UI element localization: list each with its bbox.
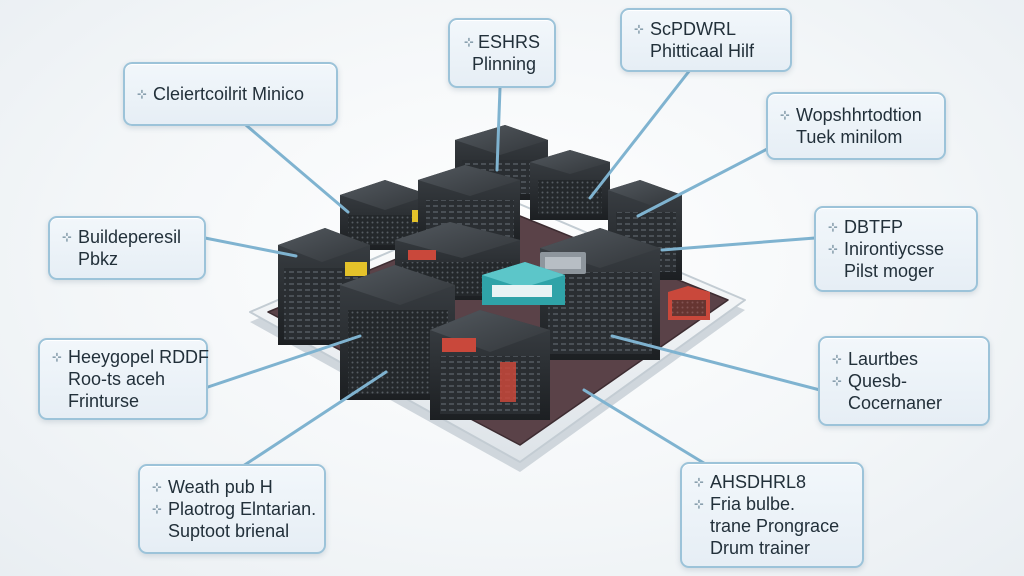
callout-text: Tuek minilom: [796, 127, 903, 147]
callout-text: Wopshhrtodtion: [796, 105, 922, 125]
callout-top-center: ⊹ESHRS Plinning: [448, 18, 556, 88]
callout-line: Frinturse: [52, 390, 194, 412]
callout-line: ⊹ Heeygopel RDDF: [52, 346, 209, 368]
callout-text: Buildeperesil: [78, 227, 182, 247]
callout-line: ⊹ Cleiertcoilrit Minico: [137, 83, 324, 105]
callout-line: ⊹ Weath pub H: [152, 476, 312, 498]
callout-line: Suptoot brienal: [152, 520, 312, 542]
callout-text: Laurtbes: [848, 349, 919, 369]
callout-text: Plaotrog Elntarian.: [168, 499, 317, 519]
callout-text: Cleiertcoilrit Minico: [153, 84, 305, 104]
callout-marker-icon: ⊹: [634, 22, 645, 36]
callout-line: Tuek minilom: [780, 126, 932, 148]
callout-text: Suptoot brienal: [168, 521, 290, 541]
callout-right-upper: ⊹ Wopshhrtodtion Tuek minilom: [766, 92, 946, 160]
callout-line: ⊹ Laurtbes: [832, 348, 976, 370]
callout-text: Pilst moger: [844, 261, 935, 281]
callout-line: ⊹ Inirontiycsse: [828, 238, 964, 260]
callout-top-left: ⊹ Cleiertcoilrit Minico: [123, 62, 338, 126]
callout-text: ESHRS: [478, 32, 541, 52]
callout-line: Phitticaal Hilf: [634, 40, 778, 62]
accent-module-red: [668, 286, 710, 320]
callout-line: trane Prongrace: [694, 515, 850, 537]
callout-top-right: ⊹ ScPDWRL Phitticaal Hilf: [620, 8, 792, 72]
callout-marker-icon: ⊹: [694, 475, 705, 489]
callout-bottom-left: ⊹ Weath pub H ⊹ Plaotrog Elntarian. Suptoo…: [138, 464, 326, 554]
callout-text: Roo-ts aceh: [68, 369, 166, 389]
callout-left-upper: ⊹ Buildeperesil Pbkz: [48, 216, 206, 280]
callout-left-middle: ⊹ Heeygopel RDDF Roo-ts aceh Frinturse: [38, 338, 209, 420]
callout-line: ⊹ DBTFP: [828, 216, 964, 238]
callout-text: Plinning: [471, 54, 537, 74]
callout-text: Inirontiycsse: [844, 239, 945, 259]
callout-bottom-right: ⊹ AHSDHRL8 ⊹ Fria bulbe. trane Prongrace D…: [680, 462, 864, 568]
callout-line: ⊹ESHRS: [462, 31, 542, 53]
callout-line: Drum trainer: [694, 537, 850, 559]
callout-marker-icon: ⊹: [137, 87, 148, 101]
callout-line: ⊹ Fria bulbe.: [694, 493, 850, 515]
callout-marker-icon: ⊹: [152, 502, 163, 516]
server-module-back-right: [530, 150, 610, 220]
callout-text: Drum trainer: [710, 538, 811, 558]
callout-marker-icon: ⊹: [828, 242, 839, 256]
callout-line: ⊹ Plaotrog Elntarian.: [152, 498, 316, 520]
callout-text: Quesb-: [848, 371, 908, 391]
callout-text: DBTFP: [844, 217, 904, 237]
callout-text: Weath pub H: [168, 477, 273, 497]
callout-line: ⊹ AHSDHRL8: [694, 471, 850, 493]
callout-line: Roo-ts aceh: [52, 368, 194, 390]
callout-line: ⊹ Wopshhrtodtion: [780, 104, 932, 126]
callout-line: Pbkz: [62, 248, 192, 270]
callout-marker-icon: ⊹: [152, 480, 163, 494]
callout-text: Pbkz: [78, 249, 119, 269]
callout-marker-icon: ⊹: [832, 374, 843, 388]
callout-marker-icon: ⊹: [780, 108, 791, 122]
accent-module-teal: [482, 262, 565, 305]
callout-text: ScPDWRL: [650, 19, 737, 39]
callout-right-middle: ⊹ DBTFP ⊹ Inirontiycsse Pilst moger: [814, 206, 978, 292]
callout-marker-icon: ⊹: [832, 352, 843, 366]
callout-marker-icon: ⊹: [828, 220, 839, 234]
callout-line: ⊹ Quesb-: [832, 370, 976, 392]
callout-line: ⊹ Buildeperesil: [62, 226, 192, 248]
callout-marker-icon: ⊹: [62, 230, 73, 244]
callout-text: Cocernaner: [848, 393, 943, 413]
callout-marker-icon: ⊹: [694, 497, 705, 511]
callout-text: Frinturse: [68, 391, 140, 411]
callout-line: Cocernaner: [832, 392, 976, 414]
callout-text: AHSDHRL8: [710, 472, 807, 492]
server-module-right: [540, 228, 660, 360]
callout-text: Heeygopel RDDF: [68, 347, 210, 367]
callout-text: trane Prongrace: [710, 516, 840, 536]
callout-text: Fria bulbe.: [710, 494, 796, 514]
leader-lines: [203, 68, 822, 470]
callout-marker-icon: ⊹: [52, 350, 63, 364]
callout-line: ⊹ ScPDWRL: [634, 18, 778, 40]
callout-line: Plinning: [462, 53, 542, 75]
callout-text: Phitticaal Hilf: [650, 41, 755, 61]
server-module-front: [430, 310, 550, 420]
callout-right-lower: ⊹ Laurtbes ⊹ Quesb- Cocernaner: [818, 336, 990, 426]
callout-marker-icon: ⊹: [463, 35, 475, 49]
callout-line: Pilst moger: [828, 260, 964, 282]
